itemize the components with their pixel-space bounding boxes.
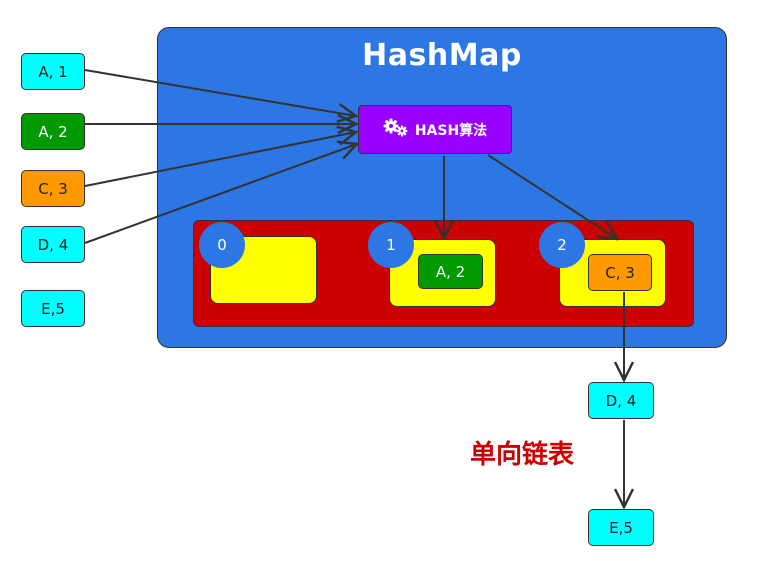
bucket-entry-1: A, 2 [418, 254, 483, 289]
bucket-entry-2: C, 3 [588, 254, 652, 291]
input-entry-1: A, 2 [21, 113, 85, 150]
linked-list-caption: 单向链表 [470, 440, 575, 470]
hash-function-box: HASH算法 [358, 105, 512, 154]
input-entry-3: D, 4 [21, 226, 85, 263]
chain-node-0: D, 4 [588, 382, 654, 419]
arrow-d4-to-hash [84, 144, 357, 244]
bucket-index-1: 1 [368, 222, 414, 268]
bucket-index-0: 0 [199, 222, 245, 268]
arrow-hash-to-bucket-2 [487, 154, 617, 239]
chain-node-1: E,5 [588, 509, 654, 546]
hashmap-title: HashMap [362, 38, 522, 73]
bucket-index-2: 2 [539, 222, 585, 268]
arrow-c3-to-hash [84, 132, 356, 187]
gears-icon [383, 118, 409, 142]
input-entry-2: C, 3 [21, 170, 85, 207]
arrow-a1-to-hash [84, 69, 356, 116]
bucket-slot-0 [210, 236, 317, 304]
input-entry-4: E,5 [21, 290, 85, 327]
hash-function-label: HASH算法 [414, 122, 488, 139]
input-entry-0: A, 1 [21, 53, 85, 90]
